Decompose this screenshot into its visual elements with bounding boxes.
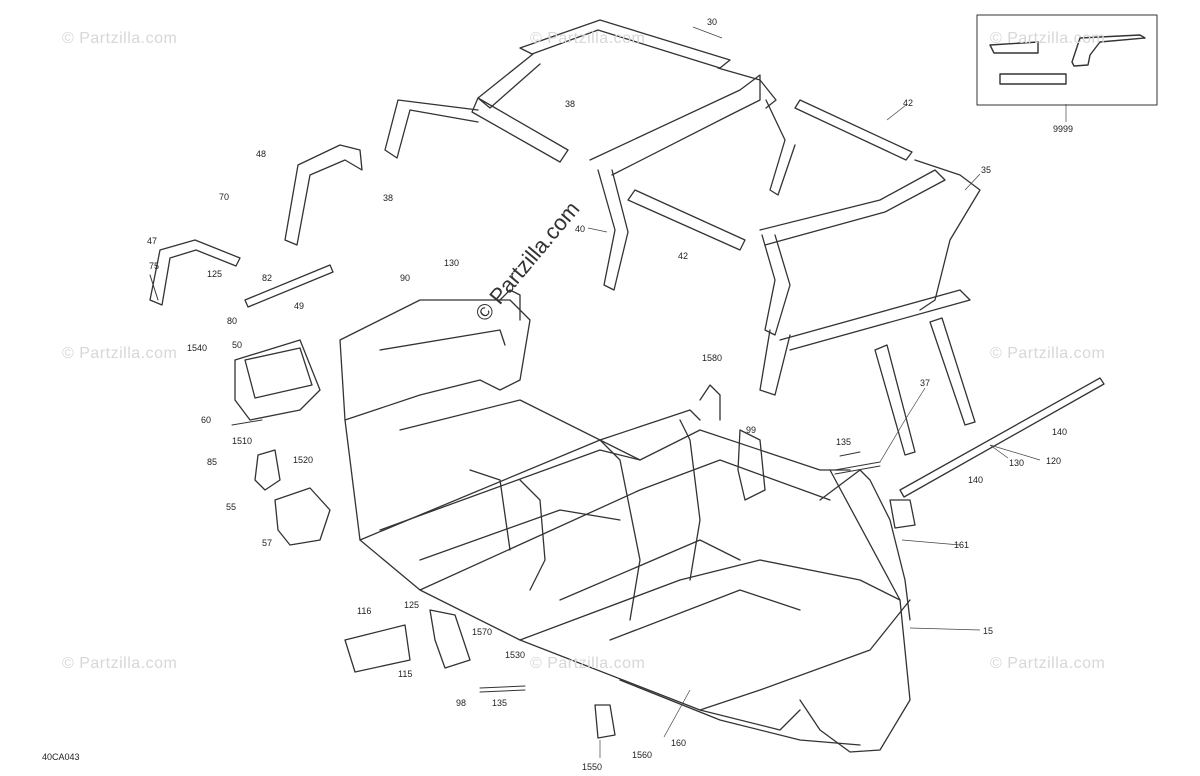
callout-1560[interactable]: 1560 xyxy=(632,750,653,760)
callout-15[interactable]: 15 xyxy=(983,626,994,636)
callout-161[interactable]: 161 xyxy=(954,540,970,550)
callout-125[interactable]: 125 xyxy=(207,269,223,279)
leader-lines xyxy=(587,26,1067,758)
callout-140[interactable]: 140 xyxy=(968,475,984,485)
callout-115[interactable]: 115 xyxy=(398,669,413,679)
callout-130[interactable]: 130 xyxy=(1009,458,1025,468)
callout-125[interactable]: 125 xyxy=(404,600,420,610)
watermark: © Partzilla.com xyxy=(990,30,1106,47)
watermark: © Partzilla.com xyxy=(990,655,1106,672)
callout-1570[interactable]: 1570 xyxy=(472,627,493,637)
callout-70[interactable]: 70 xyxy=(219,192,230,202)
callout-38[interactable]: 38 xyxy=(565,99,576,109)
callout-35[interactable]: 35 xyxy=(981,165,992,175)
callout-55[interactable]: 55 xyxy=(226,502,237,512)
callout-1530[interactable]: 1530 xyxy=(505,650,526,660)
watermark: © Partzilla.com xyxy=(62,345,178,362)
callout-135[interactable]: 135 xyxy=(836,437,852,447)
main-frame xyxy=(339,289,916,753)
callout-60[interactable]: 60 xyxy=(201,415,212,425)
fasteners xyxy=(149,274,881,693)
callout-160[interactable]: 160 xyxy=(671,738,687,748)
callout-90[interactable]: 90 xyxy=(400,273,411,283)
left-brackets xyxy=(234,264,334,546)
watermark: © Partzilla.com xyxy=(990,345,1106,362)
callout-47[interactable]: 47 xyxy=(147,236,158,246)
callout-50[interactable]: 50 xyxy=(232,340,243,350)
callout-85[interactable]: 85 xyxy=(207,457,218,467)
callout-1510[interactable]: 1510 xyxy=(232,436,253,446)
callout-1520[interactable]: 1520 xyxy=(293,455,314,465)
callout-140[interactable]: 140 xyxy=(1052,427,1068,437)
watermark: © Partzilla.com xyxy=(530,655,646,672)
callout-1540[interactable]: 1540 xyxy=(187,343,208,353)
callout-42[interactable]: 42 xyxy=(903,98,914,108)
callout-40[interactable]: 40 xyxy=(575,224,586,234)
callout-37[interactable]: 37 xyxy=(920,378,931,388)
callout-80[interactable]: 80 xyxy=(227,316,238,326)
callout-48[interactable]: 48 xyxy=(256,149,267,159)
grab-handles xyxy=(149,144,363,306)
callout-75[interactable]: 75 xyxy=(149,261,160,271)
callout-57[interactable]: 57 xyxy=(262,538,273,548)
callout-1580[interactable]: 1580 xyxy=(702,353,723,363)
callout-116[interactable]: 116 xyxy=(357,606,372,616)
callout-98[interactable]: 98 xyxy=(456,698,467,708)
side-rail xyxy=(899,377,1105,498)
callout-42[interactable]: 42 xyxy=(678,251,689,261)
callout-135[interactable]: 135 xyxy=(492,698,508,708)
callout-9999[interactable]: 9999 xyxy=(1053,124,1074,134)
watermark: © Partzilla.com xyxy=(62,655,178,672)
callout-130[interactable]: 130 xyxy=(444,258,460,268)
roll-cage xyxy=(384,19,981,456)
callout-1550[interactable]: 1550 xyxy=(582,762,603,772)
inset-box xyxy=(976,14,1158,106)
callout-38[interactable]: 38 xyxy=(383,193,394,203)
callout-82[interactable]: 82 xyxy=(262,273,273,283)
callout-49[interactable]: 49 xyxy=(294,301,305,311)
callout-30[interactable]: 30 xyxy=(707,17,718,27)
watermark: © Partzilla.com xyxy=(530,30,646,47)
callout-120[interactable]: 120 xyxy=(1046,456,1062,466)
watermark: © Partzilla.com xyxy=(62,30,178,47)
figure-code: 40CA043 xyxy=(42,752,80,762)
callout-99[interactable]: 99 xyxy=(746,425,757,435)
